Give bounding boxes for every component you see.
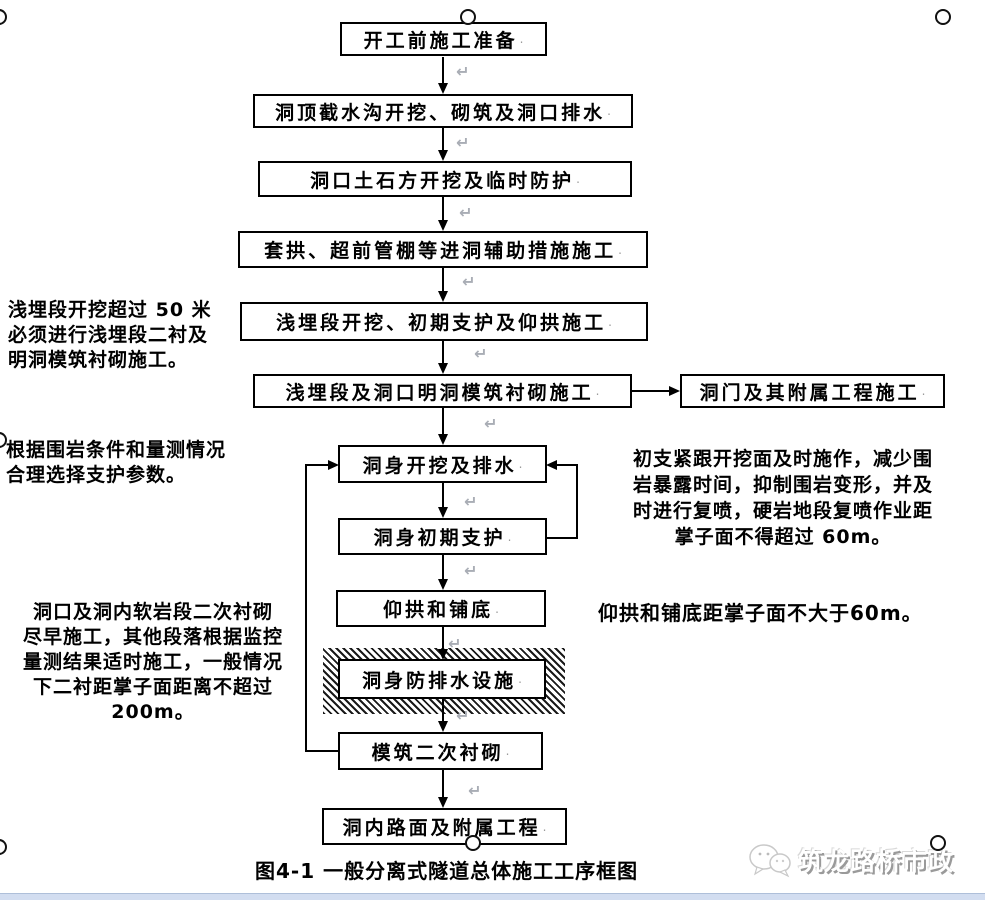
hidden-format-mark: . [608,314,612,329]
flow-box-invert: 仰拱和铺底. [336,590,546,627]
paragraph-mark-icon: ↵ [456,62,470,81]
note-line: 下二衬距掌子面距离不超过 [32,676,273,698]
paragraph-mark-icon: ↵ [474,344,488,363]
paragraph-mark-icon: ↵ [468,781,482,800]
flow-box-body-excavation: 洞身开挖及排水. [338,445,547,483]
hidden-format-mark: . [607,104,611,118]
selection-handle[interactable] [460,9,476,25]
flow-box-secondary-lining: 模筑二次衬砌. [338,732,543,770]
flow-box-shallow-lining: 浅埋段及洞口明洞模筑衬砌施工. [253,374,632,408]
note-shallow-section: 浅埋段开挖超过 50 米 必须进行浅埋段二衬及 明洞模筑衬砌施工。 [8,298,248,373]
selection-handle[interactable] [935,9,951,25]
flow-box-label: 洞身开挖及排水 [362,454,517,477]
note-invert-distance: 仰拱和铺底距掌子面不大于60m。 [598,601,973,626]
flow-box-preparation: 开工前施工准备. [340,22,547,56]
wechat-logo-icon [749,844,791,878]
note-line: 时进行复喷，硬岩地段复喷作业距 [632,500,933,522]
hidden-format-mark: . [518,672,522,686]
watermark: 筑龙路桥市政 [748,836,980,884]
note-line: 量测结果适时施工，一般情况 [22,651,283,673]
hidden-format-mark: . [505,744,510,758]
flow-box-portal-excavation: 洞口土石方开挖及临时防护. [258,161,632,197]
flow-box-label: 开工前施工准备 [363,29,518,52]
hidden-format-mark: . [495,601,499,616]
window-bottom-strip [0,893,985,900]
note-line: 仰拱和铺底距掌子面不大于60m。 [598,601,923,625]
note-line: 初支紧跟开挖面及时施作，减少围 [632,448,933,470]
paragraph-mark-icon: ↵ [456,133,470,152]
watermark-text: 筑龙路桥市政 [798,847,955,876]
note-line: 洞口及洞内软岩段二次衬砌 [32,601,273,623]
hidden-format-mark: . [921,384,926,398]
flow-box-ditch-drainage: 洞顶截水沟开挖、砌筑及洞口排水. [253,94,633,128]
flow-box-label: 洞内路面及附属工程 [342,817,541,839]
hidden-format-mark: . [576,172,580,186]
note-line: 200m。 [111,701,195,723]
hidden-format-mark: . [542,819,547,834]
flow-box-label: 洞门及其附属工程施工 [699,381,920,404]
flow-box-label: 浅埋段开挖、初期支护及仰拱施工 [276,312,607,334]
flow-box-label: 套拱、超前管棚等进洞辅助措施施工 [264,240,617,262]
flow-box-pavement: 洞内路面及附属工程. [322,808,567,845]
hidden-format-mark: . [519,32,524,46]
paragraph-mark-icon: ↵ [448,634,462,653]
flow-box-portal-works: 洞门及其附属工程施工. [680,374,945,408]
paragraph-mark-icon: ↵ [456,706,470,725]
paragraph-mark-icon: ↵ [464,561,478,580]
paragraph-mark-icon: ↵ [484,414,498,433]
note-line: 掌子面不得超过 60m。 [674,526,892,548]
note-line: 尽早施工，其他段落根据监控 [22,626,283,648]
paragraph-mark-icon: ↵ [464,492,478,511]
flow-box-label: 洞口土石方开挖及临时防护 [310,169,575,192]
hidden-format-mark: . [618,242,622,257]
flow-box-label: 模筑二次衬砌 [371,741,504,764]
hidden-format-mark: . [507,529,512,544]
paragraph-mark-icon: ↵ [459,203,473,222]
selection-handle[interactable] [465,835,481,851]
flow-box-waterproof: 洞身防排水设施. [338,659,546,699]
note-line: 明洞模筑衬砌施工。 [8,349,189,371]
note-line: 岩暴露时间，抑制围岩变形，并及 [632,474,933,496]
flow-box-auxiliary-measures: 套拱、超前管棚等进洞辅助措施施工. [238,231,648,268]
flow-box-label: 浅埋段及洞口明洞模筑衬砌施工 [285,381,594,404]
selection-handle[interactable] [930,835,946,851]
flow-box-shallow-excavation: 浅埋段开挖、初期支护及仰拱施工. [240,302,648,341]
hidden-format-mark: . [595,384,600,398]
note-line: 浅埋段开挖超过 50 米 [8,299,212,321]
note-initial-support: 初支紧跟开挖面及时施作，减少围 岩暴露时间，抑制围岩变形，并及 时进行复喷，硬岩… [592,446,974,550]
note-line: 合理选择支护参数。 [6,464,187,486]
flow-box-label: 仰拱和铺底 [383,599,494,621]
flow-box-label: 洞身初期支护 [373,527,506,549]
flow-box-initial-support: 洞身初期支护. [338,518,547,555]
note-line: 根据围岩条件和量测情况 [6,439,227,461]
note-support-params: 根据围岩条件和量测情况 合理选择支护参数。 [6,438,286,488]
flow-box-label: 洞顶截水沟开挖、砌筑及洞口排水 [275,101,606,124]
paragraph-mark-icon: ↵ [462,272,476,291]
figure-caption: 图4-1 一般分离式隧道总体施工工序框图 [255,859,639,883]
hidden-format-mark: . [518,457,523,471]
note-secondary-lining: 洞口及洞内软岩段二次衬砌 尽早施工，其他段落根据监控 量测结果适时施工，一般情况… [8,600,298,725]
note-line: 必须进行浅埋段二衬及 [8,324,209,346]
flow-box-label: 洞身防排水设施 [362,669,517,692]
